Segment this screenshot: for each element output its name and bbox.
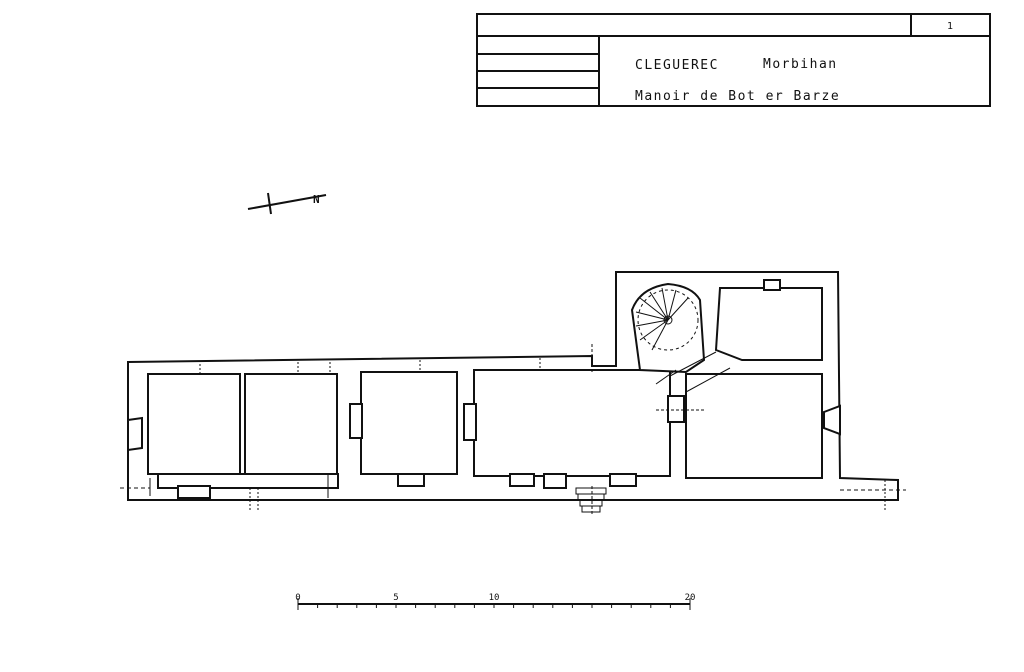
scale-label: 10 [489, 593, 500, 603]
sheet-number: 1 [947, 21, 953, 32]
commune-name: CLEGUEREC [635, 58, 719, 73]
title-block: 1 CLEGUEREC Morbihan Manoir de Bot er Ba… [476, 13, 991, 107]
fireplace-room-5 [667, 395, 685, 423]
floor-plan [120, 271, 906, 516]
east-window [823, 404, 841, 436]
fireplace-room-3 [349, 403, 363, 439]
south-window-3 [609, 473, 637, 487]
fireplace-room-4 [463, 403, 477, 441]
room-6-upper [714, 287, 823, 361]
corridor [157, 473, 339, 489]
room-2 [244, 373, 338, 475]
south-door-1 [177, 485, 211, 499]
north-window-tower [763, 279, 781, 291]
diagonal-passage [669, 351, 731, 393]
room-3 [360, 371, 458, 475]
scale-label: 20 [685, 593, 696, 603]
entrance-steps [575, 487, 607, 513]
stair-tower [630, 282, 706, 374]
south-window-1 [397, 473, 425, 487]
north-label: N [313, 193, 320, 206]
scale-label: 0 [295, 593, 300, 603]
room-1 [147, 373, 241, 475]
building-name: Manoir de Bot er Barze [635, 89, 840, 104]
south-door-2 [543, 473, 567, 489]
north-arrow: N [247, 192, 327, 215]
title-block-frame [476, 13, 991, 107]
scale-label: 5 [393, 593, 398, 603]
room-4-hall [473, 369, 671, 477]
spiral-stair [635, 287, 699, 351]
scale-bar: 0 5 10 20 [295, 593, 695, 610]
section-markers [120, 344, 906, 516]
west-window [127, 416, 143, 452]
partition-ticks [199, 358, 886, 510]
room-5 [685, 373, 823, 479]
department-name: Morbihan [763, 57, 838, 72]
south-window-2 [509, 473, 535, 487]
